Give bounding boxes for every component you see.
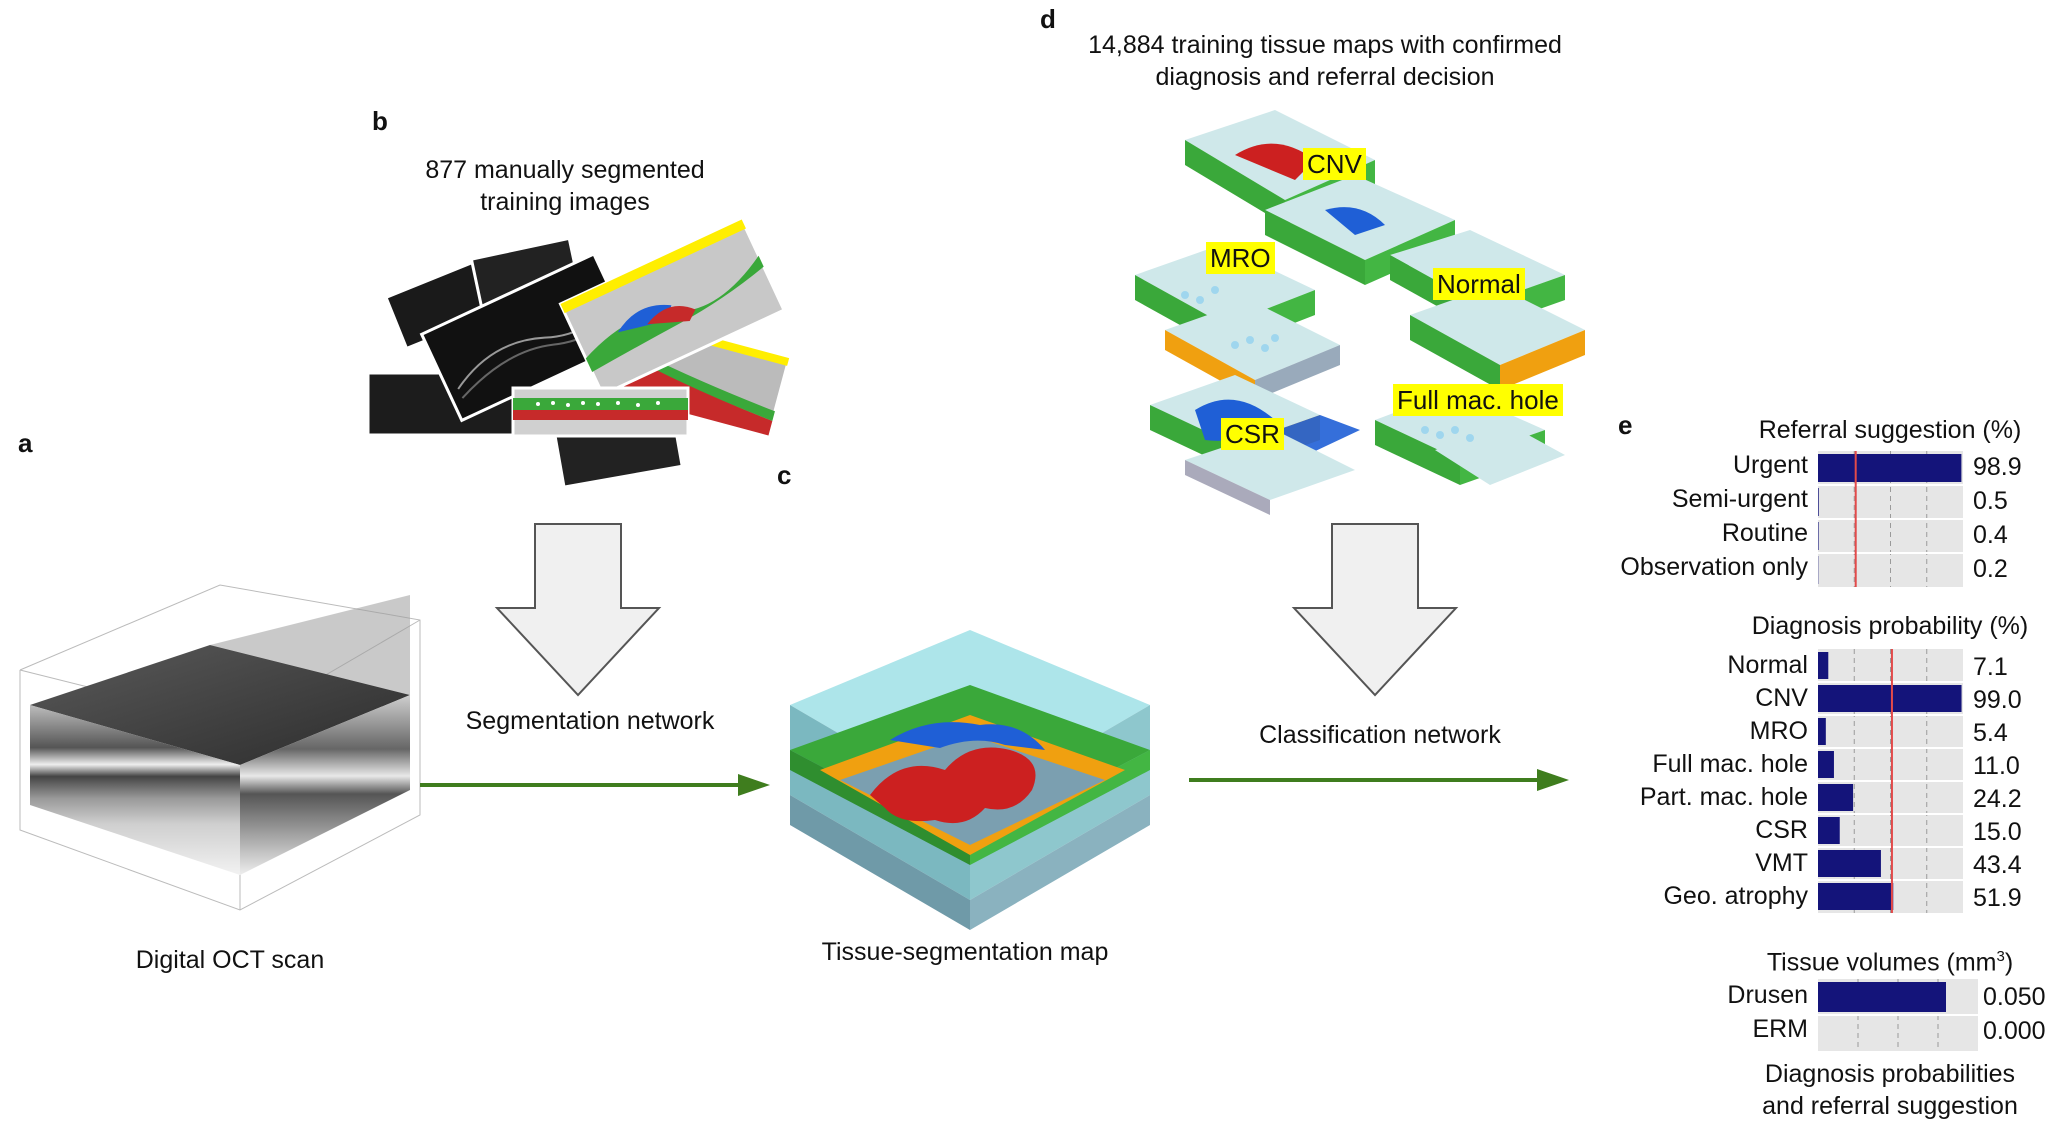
volume-value-erm: 0.000 — [1983, 1017, 2046, 1045]
diagnosis-probability-title: Diagnosis probability (%) — [1751, 612, 2029, 640]
panel-letter-a: a — [18, 428, 33, 458]
tissue-segmentation-map — [790, 630, 1150, 930]
caption-training-tissue-maps-line1: 14,884 training tissue maps with confirm… — [1088, 31, 1562, 59]
volume-value-drusen: 0.050 — [1983, 983, 2046, 1011]
segmentation-down-arrow — [494, 523, 662, 697]
diagnosis-value-csr: 15.0 — [1973, 818, 2022, 846]
chart-0-svg — [1818, 451, 1963, 587]
referral-chart-plot — [1818, 451, 1963, 587]
referral-label-semi-urgent: Semi-urgent — [1671, 485, 1808, 513]
flow-arrow-a-to-c — [420, 774, 770, 796]
tissue-volume-chart-plot — [1818, 979, 1978, 1051]
flow-arrow-c-to-e — [1189, 769, 1569, 791]
diagnosis-chart-plot — [1818, 649, 1963, 913]
oct-scan-cube — [19, 584, 421, 911]
chart-2-bar-drusen — [1818, 982, 1946, 1012]
caption-oct-scan: Digital OCT scan — [135, 946, 325, 974]
volume-label-erm: ERM — [1752, 1015, 1808, 1043]
chart-1-bar-full-mac-hole — [1818, 751, 1834, 778]
caption-training-images-line1: 877 manually segmented — [425, 156, 705, 184]
tag-normal: Normal — [1433, 268, 1525, 300]
referral-value-semi-urgent: 0.5 — [1973, 487, 2008, 515]
diagnosis-label-csr: CSR — [1755, 816, 1808, 844]
diagnosis-label-geo-atrophy: Geo. atrophy — [1663, 882, 1808, 910]
chart-1-bar-cnv — [1818, 685, 1962, 712]
segmentation-network-label: Segmentation network — [465, 707, 715, 735]
panel-letter-b: b — [372, 106, 388, 136]
chart-1-bar-part-mac-hole — [1818, 784, 1854, 811]
diagnosis-value-part-mac-hole: 24.2 — [1973, 785, 2022, 813]
diagnosis-value-cnv: 99.0 — [1973, 686, 2022, 714]
referral-value-observation-only: 0.2 — [1973, 555, 2008, 583]
tissue-volumes-title-sup: 3 — [1996, 948, 2005, 965]
chart-0-bar-routine — [1818, 522, 1819, 550]
caption-diagnosis-probabilities-line2: and referral suggestion — [1762, 1092, 2018, 1120]
caption-tissue-segmentation-map: Tissue-segmentation map — [821, 938, 1109, 966]
panel-letter-e: e — [1618, 410, 1633, 440]
diagnosis-value-normal: 7.1 — [1973, 653, 2008, 681]
referral-suggestion-title: Referral suggestion (%) — [1758, 416, 2022, 444]
diagnosis-label-vmt: VMT — [1755, 849, 1808, 877]
chart-1-svg — [1818, 649, 1963, 913]
chart-2-svg — [1818, 979, 1978, 1051]
tissue-volumes-title-suffix: ) — [2004, 948, 2014, 977]
referral-label-urgent: Urgent — [1732, 451, 1808, 479]
chart-1-bar-vmt — [1818, 850, 1881, 877]
referral-label-observation-only: Observation only — [1620, 553, 1808, 581]
diagnosis-label-cnv: CNV — [1755, 684, 1808, 712]
chart-0-bar-semi-urgent — [1818, 488, 1819, 516]
caption-training-images-line2: training images — [480, 188, 650, 216]
classification-down-arrow — [1291, 523, 1459, 697]
tag-full-mac-hole: Full mac. hole — [1393, 384, 1563, 416]
chart-1-bar-csr — [1818, 817, 1840, 844]
diagnosis-value-mro: 5.4 — [1973, 719, 2008, 747]
diagnosis-label-normal: Normal — [1727, 651, 1808, 679]
tag-cnv: CNV — [1303, 148, 1366, 180]
tissue-volumes-title-prefix: Tissue volumes (mm — [1766, 948, 1997, 977]
diagnosis-label-mro: MRO — [1749, 717, 1808, 745]
referral-value-urgent: 98.9 — [1973, 453, 2022, 481]
tag-mro: MRO — [1206, 242, 1275, 274]
chart-0-bar-urgent — [1818, 454, 1962, 482]
chart-1-bar-normal — [1818, 652, 1829, 679]
diagnosis-value-full-mac-hole: 11.0 — [1973, 752, 2020, 780]
volume-label-drusen: Drusen — [1727, 981, 1808, 1009]
panel-letter-d: d — [1040, 4, 1056, 34]
classification-network-label: Classification network — [1259, 721, 1501, 749]
chart-1-bar-geo-atrophy — [1818, 883, 1894, 910]
diagnosis-label-part-mac-hole: Part. mac. hole — [1639, 783, 1808, 811]
diagnosis-value-geo-atrophy: 51.9 — [1973, 884, 2022, 912]
tissue-volumes-title: Tissue volumes (mm3) — [1740, 941, 2040, 978]
caption-training-tissue-maps-line2: diagnosis and referral decision — [1155, 63, 1495, 91]
referral-label-routine: Routine — [1721, 519, 1808, 547]
chart-1-bar-mro — [1818, 718, 1826, 745]
segmented-training-images-stack — [366, 217, 792, 489]
tag-csr: CSR — [1221, 418, 1284, 450]
diagnosis-value-vmt: 43.4 — [1973, 851, 2022, 879]
caption-diagnosis-probabilities-line1: Diagnosis probabilities — [1764, 1060, 2016, 1088]
diagnosis-label-full-mac-hole: Full mac. hole — [1652, 750, 1808, 778]
referral-value-routine: 0.4 — [1973, 521, 2008, 549]
panel-letter-c: c — [777, 460, 792, 490]
